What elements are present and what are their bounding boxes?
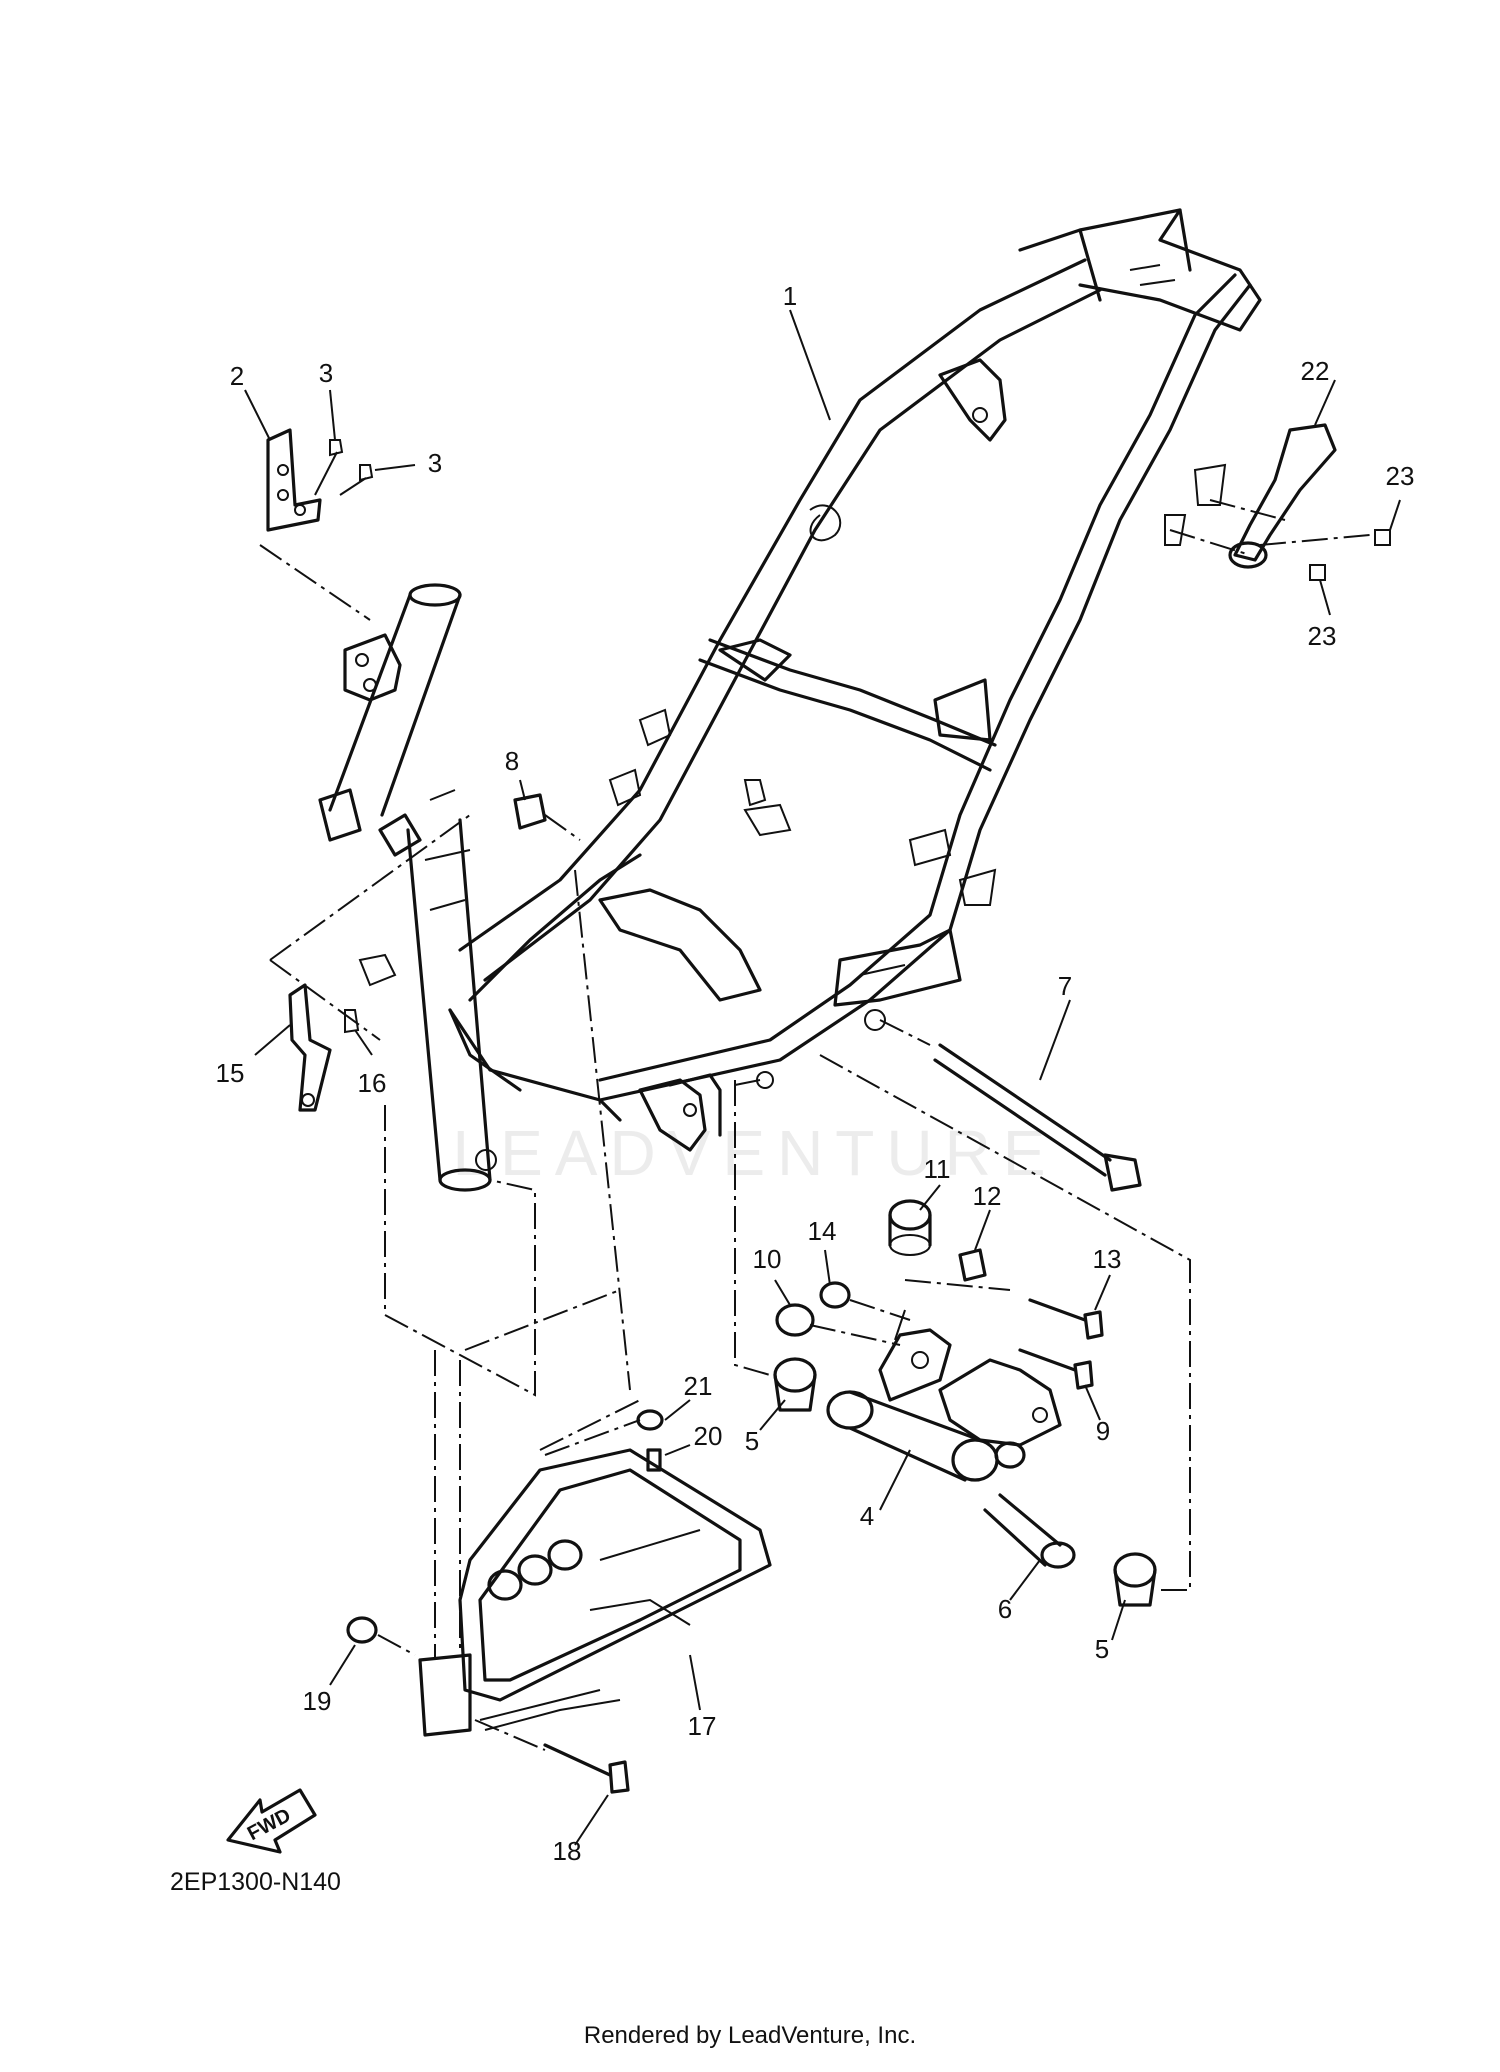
- nut-part-8: [513, 793, 581, 841]
- callout-5b: 5: [1095, 1634, 1109, 1664]
- head-pipe: [318, 583, 497, 1192]
- callout-6: 6: [998, 1594, 1012, 1624]
- callout-16: 16: [358, 1068, 387, 1098]
- callout-5a: 5: [745, 1426, 759, 1456]
- callout-3b: 3: [428, 448, 442, 478]
- callout-17: 17: [688, 1711, 717, 1741]
- callout-8: 8: [505, 746, 519, 776]
- callout-22: 22: [1301, 356, 1330, 386]
- callout-15: 15: [216, 1058, 245, 1088]
- leader-lines: [244, 309, 1401, 1846]
- bracket-part-2: [259, 428, 374, 621]
- bolt-part-7: [879, 1019, 1142, 1192]
- render-credit: Rendered by LeadVenture, Inc.: [583, 2022, 917, 2049]
- callout-2: 2: [230, 361, 244, 391]
- callout-20: 20: [694, 1421, 723, 1451]
- watermark-text: LEADVENTURE: [453, 1117, 1058, 1189]
- callout-3a: 3: [319, 358, 333, 388]
- callout-13: 13: [1093, 1244, 1122, 1274]
- bracket-part-15: [269, 814, 471, 1112]
- frame-part-1: [358, 208, 1262, 1152]
- callout-14: 14: [808, 1216, 837, 1246]
- callout-7: 7: [1058, 971, 1072, 1001]
- callout-18: 18: [553, 1836, 582, 1866]
- callout-10: 10: [753, 1244, 782, 1274]
- assembly-guides: [384, 869, 641, 1660]
- callout-19: 19: [303, 1686, 332, 1716]
- callout-23a: 23: [1386, 461, 1415, 491]
- swingarm-part-4: [734, 1054, 1191, 1607]
- callout-23b: 23: [1308, 621, 1337, 651]
- callout-1: 1: [783, 281, 797, 311]
- part-22-duct: [1169, 423, 1391, 581]
- callout-21: 21: [684, 1371, 713, 1401]
- callouts: 1 2 3 3 4 5 5 6 7 8 9 10 11 12 13 14 15 …: [216, 281, 1415, 1866]
- callout-4: 4: [860, 1501, 874, 1531]
- fwd-arrow: FWD: [226, 1788, 317, 1854]
- tray-part-17: [346, 1409, 772, 1794]
- diagram-code: 2EP1300-N140: [170, 1868, 341, 1896]
- callout-12: 12: [973, 1181, 1002, 1211]
- callout-11: 11: [924, 1154, 951, 1184]
- callout-9: 9: [1096, 1416, 1110, 1446]
